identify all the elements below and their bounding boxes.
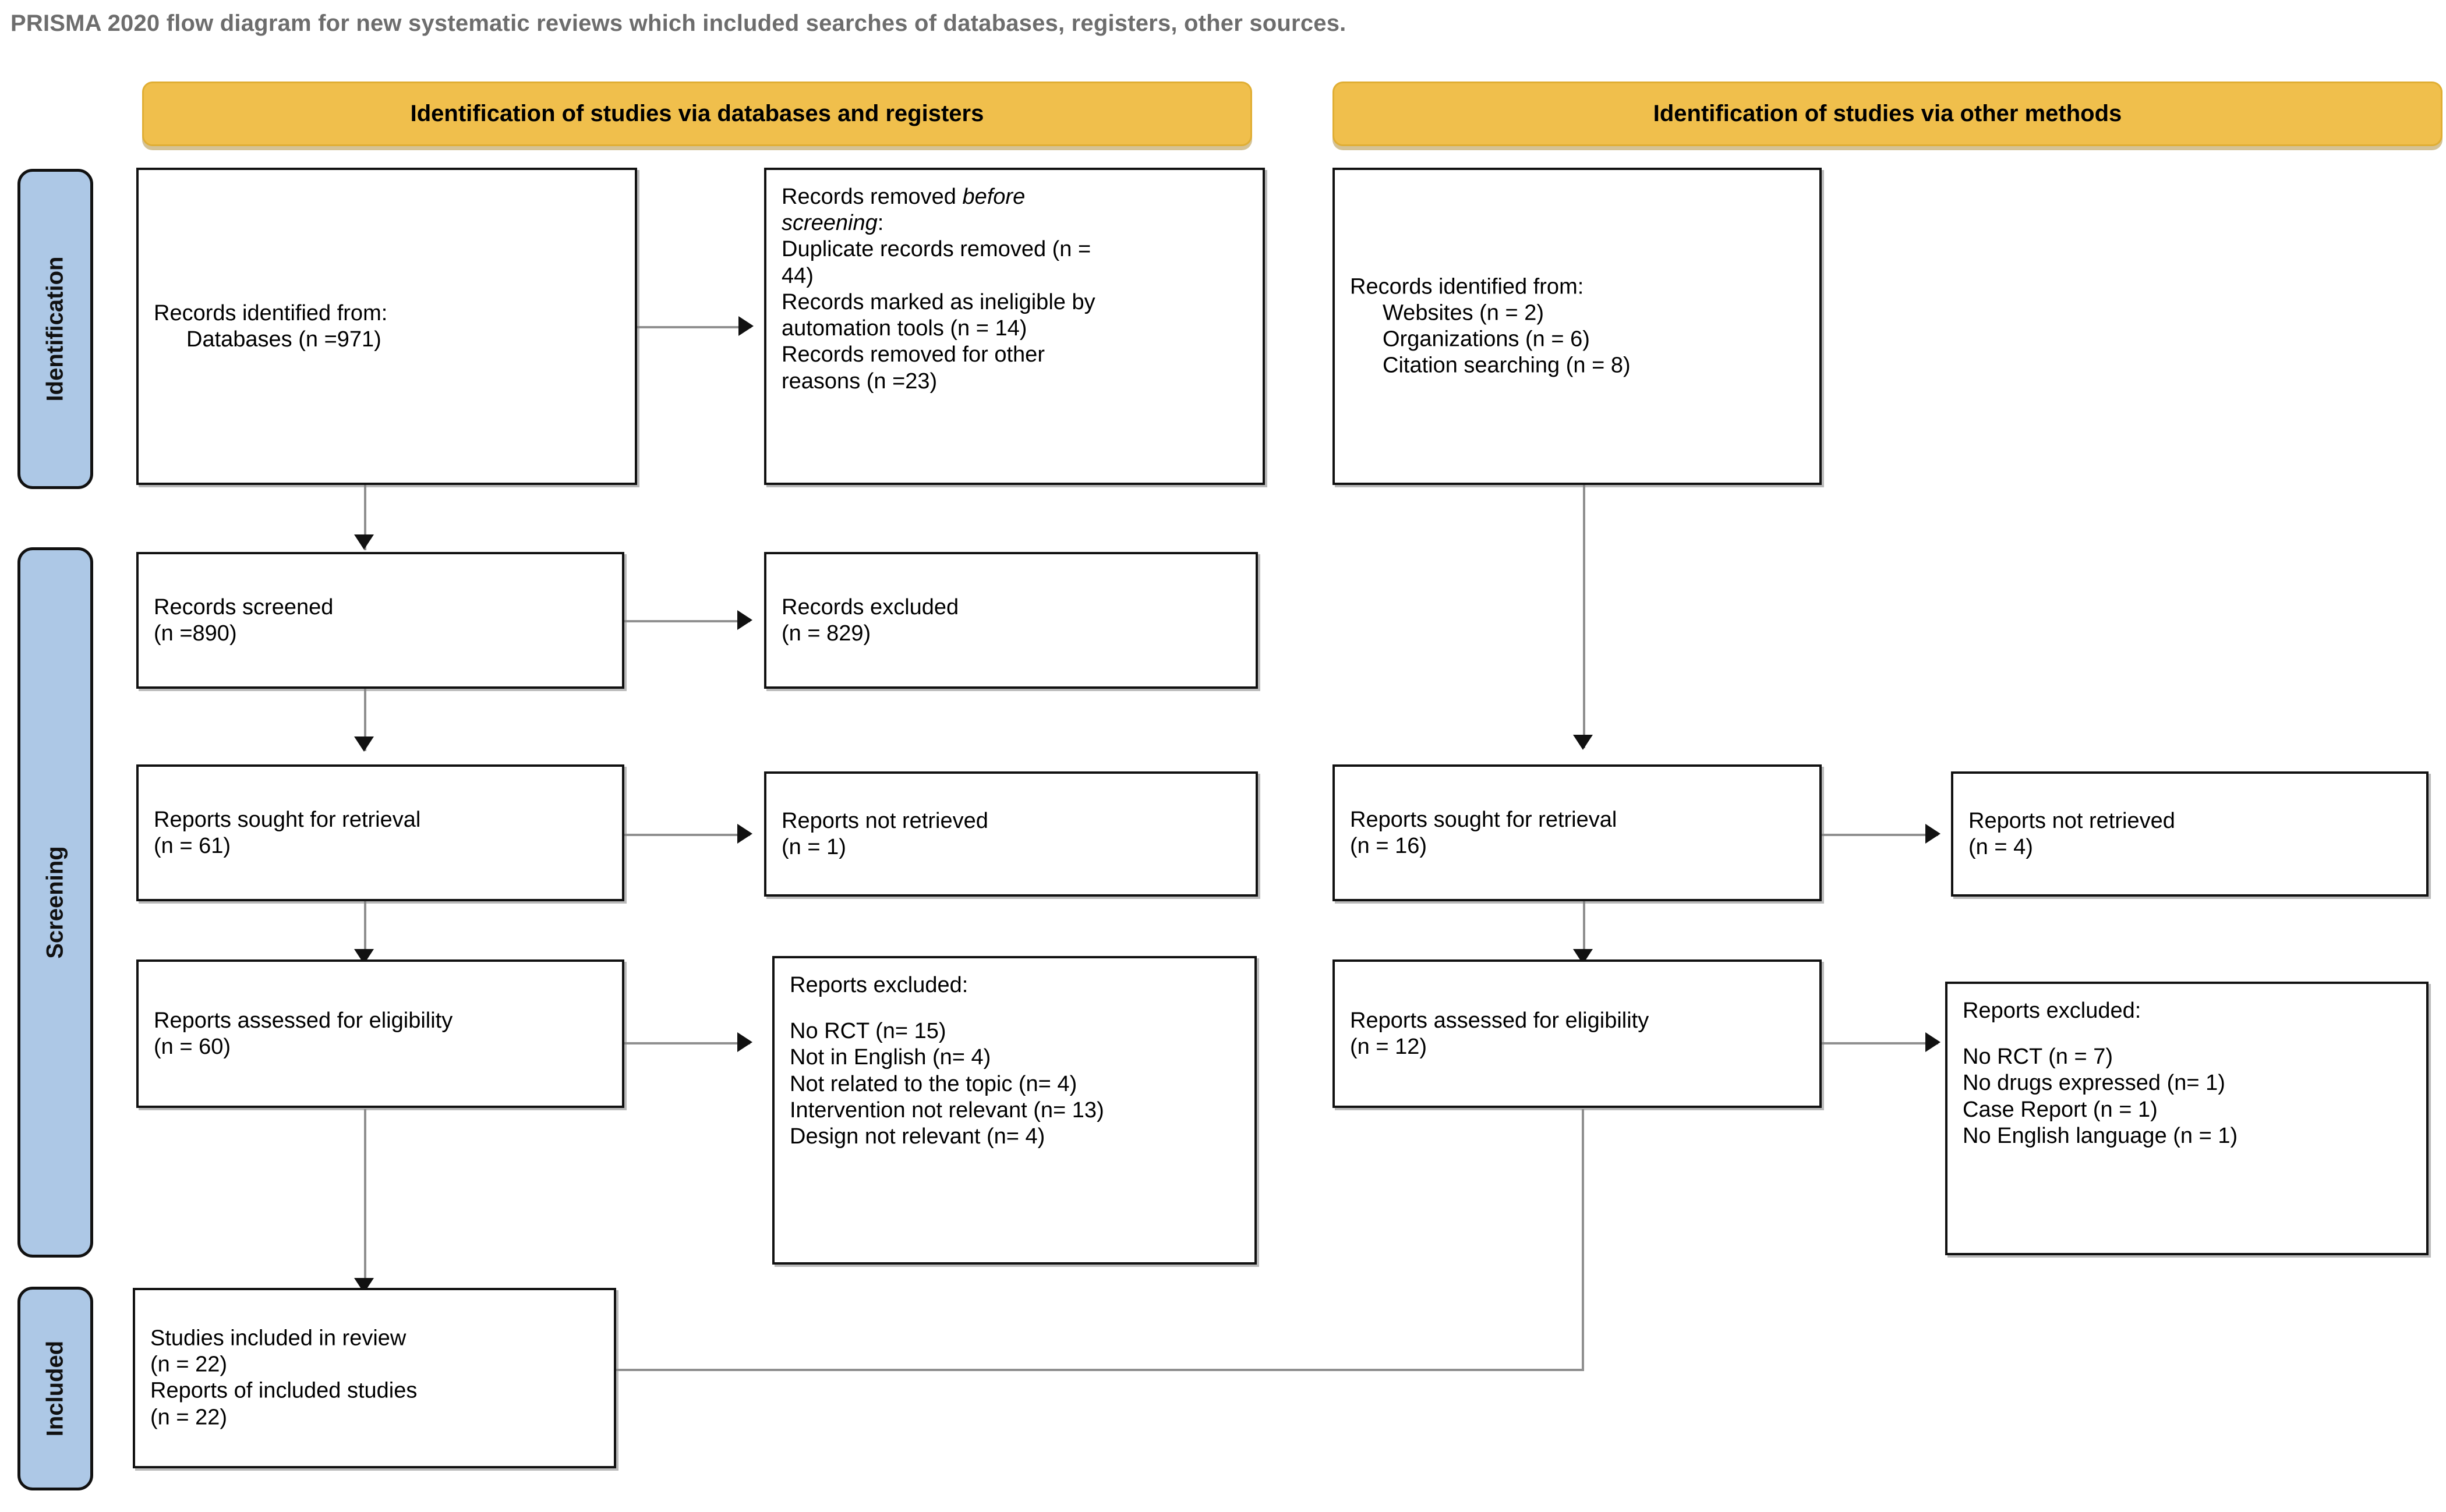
phase-rail-included-label: Included [42,1340,68,1437]
connector-right-across-to-included [609,1369,1584,1371]
connector-sought-to-assessed-left [364,900,366,964]
db-identified-line2: Databases (n =971) [186,327,381,352]
records-excluded-line1: Records excluded [782,594,959,619]
other-identified-line2: Websites (n = 2) [1383,300,1544,325]
excluded-right-line3: Case Report (n = 1) [1963,1097,2158,1122]
records-screened-line1: Records screened [154,594,334,619]
notretrieved-right-line1: Reports not retrieved [1968,808,2175,833]
banner-other-label: Identification of studies via other meth… [1653,101,2122,126]
connector-assessed-to-excluded-left [622,1042,750,1044]
records-excluded-line2: (n = 829) [782,621,871,646]
db-removed-line8: reasons (n =23) [782,369,938,394]
db-removed-line2: screening: [782,211,884,236]
excluded-left-title: Reports excluded: [790,973,968,997]
connector-sought-to-notretrieved-left [622,834,750,836]
db-removed-line1: Records removed before [782,185,1026,209]
db-identified-line1: Records identified from: [154,300,388,325]
connector-assessed-to-excluded-right [1822,1042,1938,1044]
arrowhead-sought-to-notretrieved-right [1925,824,1940,844]
other-identified-line4: Citation searching (n = 8) [1383,353,1631,378]
notretrieved-left-line1: Reports not retrieved [782,808,988,833]
box-studies-included: Studies included in review (n = 22) Repo… [133,1288,616,1468]
box-reports-excluded-other: Reports excluded: No RCT (n = 7) No drug… [1945,982,2429,1255]
box-records-identified-other: Records identified from: Websites (n = 2… [1332,168,1822,485]
connector-db-to-removed [635,326,751,328]
connector-db-to-screened [364,483,366,550]
connector-sought-to-notretrieved-right [1822,834,1938,836]
excluded-left-line4: Intervention not relevant (n= 13) [790,1097,1104,1123]
phase-rail-screening-label: Screening [42,846,68,959]
db-removed-line3: Duplicate records removed (n = [782,237,1091,262]
arrowhead-other-to-sought-right [1573,735,1593,750]
notretrieved-right-line2: (n = 4) [1968,834,2033,859]
connector-sought-to-assessed-right [1583,900,1585,964]
db-removed-line7: Records removed for other [782,342,1045,367]
included-line4: (n = 22) [150,1405,228,1430]
included-line3: Reports of included studies [150,1379,418,1403]
phase-rail-identification-label: Identification [42,256,68,402]
sought-left-line1: Reports sought for retrieval [154,807,421,832]
notretrieved-left-line2: (n = 1) [782,834,846,859]
phase-rail-screening: Screening [17,547,93,1258]
phase-rail-included: Included [17,1287,93,1490]
box-records-removed-before-screening: Records removed before screening: Duplic… [764,168,1265,485]
banner-other-methods: Identification of studies via other meth… [1332,82,2443,146]
excluded-right-line1: No RCT (n = 7) [1963,1044,2113,1070]
db-removed-line4: 44) [782,263,814,288]
excluded-left-line5: Design not relevant (n= 4) [790,1124,1045,1149]
other-identified-line3: Organizations (n = 6) [1383,327,1590,352]
assessed-left-line1: Reports assessed for eligibility [154,1008,453,1033]
banner-databases-label: Identification of studies via databases … [410,101,984,126]
box-reports-sought-other: Reports sought for retrieval (n = 16) [1332,764,1822,901]
excluded-left-line2: Not in English (n= 4) [790,1045,991,1070]
connector-right-down-to-included [1582,1109,1584,1371]
db-removed-line5: Records marked as ineligible by [782,289,1095,314]
box-records-excluded: Records excluded (n = 829) [764,552,1258,689]
box-reports-assessed-other: Reports assessed for eligibility (n = 12… [1332,959,1822,1108]
sought-left-line2: (n = 61) [154,833,231,858]
phase-rail-identification: Identification [17,169,93,489]
arrowhead-db-to-removed [738,316,754,336]
excluded-left-line3: Not related to the topic (n= 4) [790,1071,1077,1096]
connector-assessed-to-included [364,1109,366,1293]
excluded-right-title: Reports excluded: [1963,998,2141,1023]
box-records-screened: Records screened (n =890) [136,552,624,689]
box-reports-not-retrieved-other: Reports not retrieved (n = 4) [1951,771,2429,897]
sought-right-line2: (n = 16) [1350,833,1427,858]
db-removed-line6: automation tools (n = 14) [782,316,1027,341]
banner-databases-registers: Identification of studies via databases … [142,82,1252,146]
arrowhead-sought-to-notretrieved-left [737,824,752,844]
excluded-left-line1: No RCT (n= 15) [790,1019,946,1044]
other-identified-line1: Records identified from: [1350,274,1584,299]
arrowhead-db-to-screened [354,534,374,550]
assessed-right-line2: (n = 12) [1350,1034,1427,1059]
assessed-right-line1: Reports assessed for eligibility [1350,1008,1649,1033]
excluded-right-line4: No English language (n = 1) [1963,1123,2238,1148]
box-reports-not-retrieved-databases: Reports not retrieved (n = 1) [764,771,1258,897]
connector-screened-to-excluded [622,620,750,622]
connector-screened-to-sought [364,687,366,751]
connector-other-to-sought-right [1583,483,1585,748]
arrowhead-assessed-to-excluded-left [737,1032,752,1052]
included-line2: (n = 22) [150,1352,228,1377]
included-line1: Studies included in review [150,1326,407,1351]
arrowhead-screened-to-sought [354,736,374,752]
sought-right-line1: Reports sought for retrieval [1350,807,1617,832]
diagram-caption: PRISMA 2020 flow diagram for new systema… [10,10,1346,36]
box-reports-excluded-databases: Reports excluded: No RCT (n= 15) Not in … [772,956,1257,1265]
excluded-right-line2: No drugs expressed (n= 1) [1963,1071,2225,1096]
box-reports-sought-databases: Reports sought for retrieval (n = 61) [136,764,624,901]
arrowhead-assessed-to-excluded-right [1925,1032,1940,1052]
arrowhead-screened-to-excluded [737,610,752,630]
records-screened-line2: (n =890) [154,621,237,646]
box-reports-assessed-databases: Reports assessed for eligibility (n = 60… [136,959,624,1108]
box-records-identified-databases: Records identified from: Databases (n =9… [136,168,637,485]
assessed-left-line2: (n = 60) [154,1034,231,1059]
